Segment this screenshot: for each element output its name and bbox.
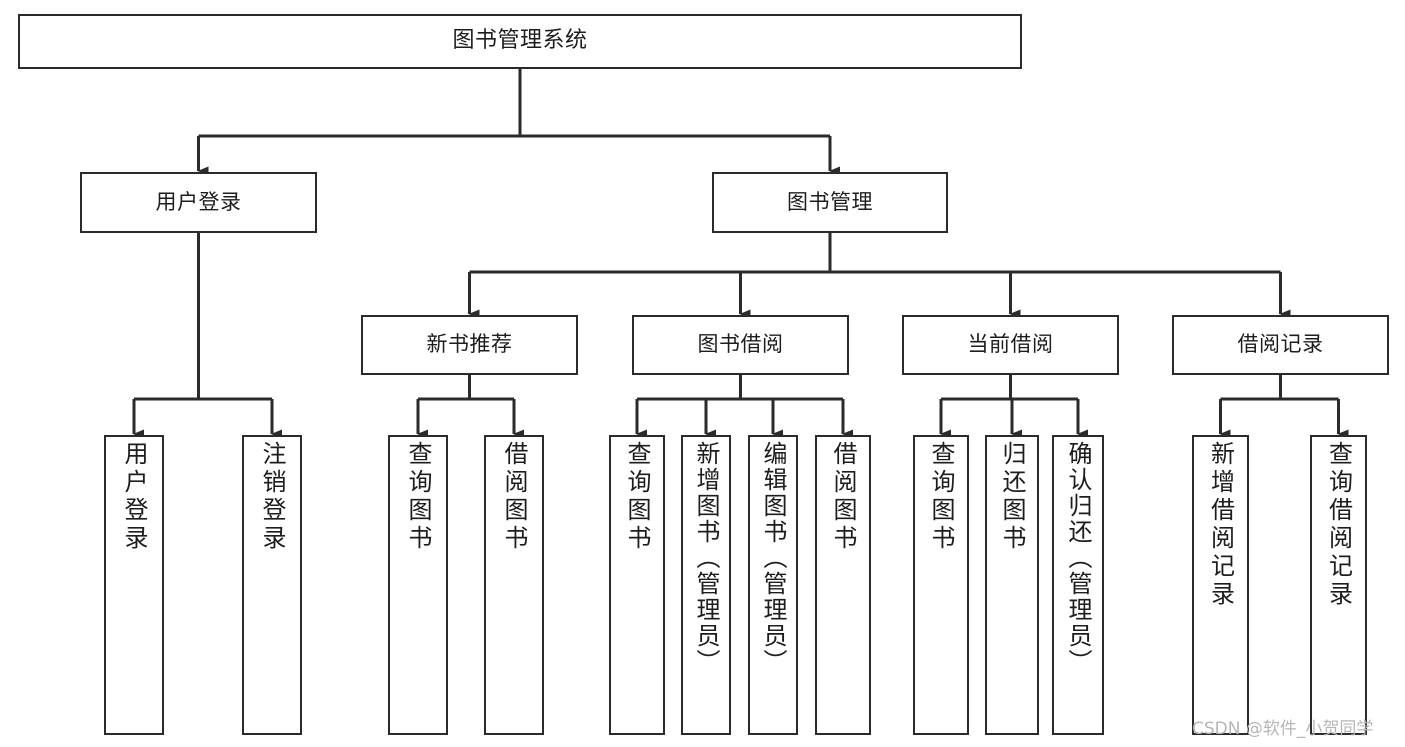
node-leaf-borrow-book-1[interactable]: 借阅图书 <box>484 435 544 735</box>
node-leaf-borrow-book-2[interactable]: 借阅图书 <box>815 435 871 735</box>
node-leaf-return-book[interactable]: 归还图书 <box>985 435 1039 735</box>
node-leaf-query-book-2[interactable]: 查询图书 <box>609 435 665 735</box>
node-user-login[interactable]: 用户登录 <box>80 172 317 233</box>
node-leaf-query-record[interactable]: 查询借阅记录 <box>1310 435 1367 735</box>
node-borrow-record[interactable]: 借阅记录 <box>1172 315 1389 375</box>
node-leaf-edit-book[interactable]: 编辑图书（管理员） <box>748 435 798 735</box>
node-label: 借阅记录 <box>1237 332 1324 357</box>
node-label: 图书管理系统 <box>452 28 588 54</box>
node-label: 新增借阅记录 <box>1206 441 1235 609</box>
node-label: 查询借阅记录 <box>1324 441 1353 609</box>
node-label: 归还图书 <box>998 441 1026 553</box>
node-leaf-add-book[interactable]: 新增图书（管理员） <box>681 435 731 735</box>
node-leaf-logout[interactable]: 注销登录 <box>242 435 302 735</box>
node-label: 查询图书 <box>927 441 955 553</box>
node-label: 查询图书 <box>404 441 432 553</box>
node-book-borrow[interactable]: 图书借阅 <box>632 315 849 375</box>
node-label: 借阅图书 <box>500 441 528 553</box>
node-leaf-user-login[interactable]: 用户登录 <box>104 435 164 735</box>
node-label: 图书借阅 <box>697 332 784 357</box>
node-book-manage[interactable]: 图书管理 <box>712 172 948 233</box>
node-new-book-rec[interactable]: 新书推荐 <box>361 315 578 375</box>
node-label: 图书管理 <box>787 189 873 214</box>
node-label: 当前借阅 <box>967 332 1054 357</box>
node-label: 借阅图书 <box>829 441 857 553</box>
node-label: 编辑图书（管理员） <box>759 441 787 675</box>
node-leaf-confirm-return[interactable]: 确认归还（管理员） <box>1052 435 1104 735</box>
node-leaf-query-book-1[interactable]: 查询图书 <box>388 435 448 735</box>
node-root[interactable]: 图书管理系统 <box>18 14 1022 69</box>
node-label: 新书推荐 <box>426 332 513 357</box>
node-label: 确认归还（管理员） <box>1064 441 1092 675</box>
node-leaf-query-book-3[interactable]: 查询图书 <box>913 435 969 735</box>
node-label: 用户登录 <box>155 189 242 214</box>
node-label: 查询图书 <box>623 441 651 553</box>
node-current-borrow[interactable]: 当前借阅 <box>902 315 1119 375</box>
node-label: 注销登录 <box>258 441 286 553</box>
node-label: 新增图书（管理员） <box>692 441 720 675</box>
node-leaf-add-record[interactable]: 新增借阅记录 <box>1192 435 1249 735</box>
node-label: 用户登录 <box>120 441 148 553</box>
